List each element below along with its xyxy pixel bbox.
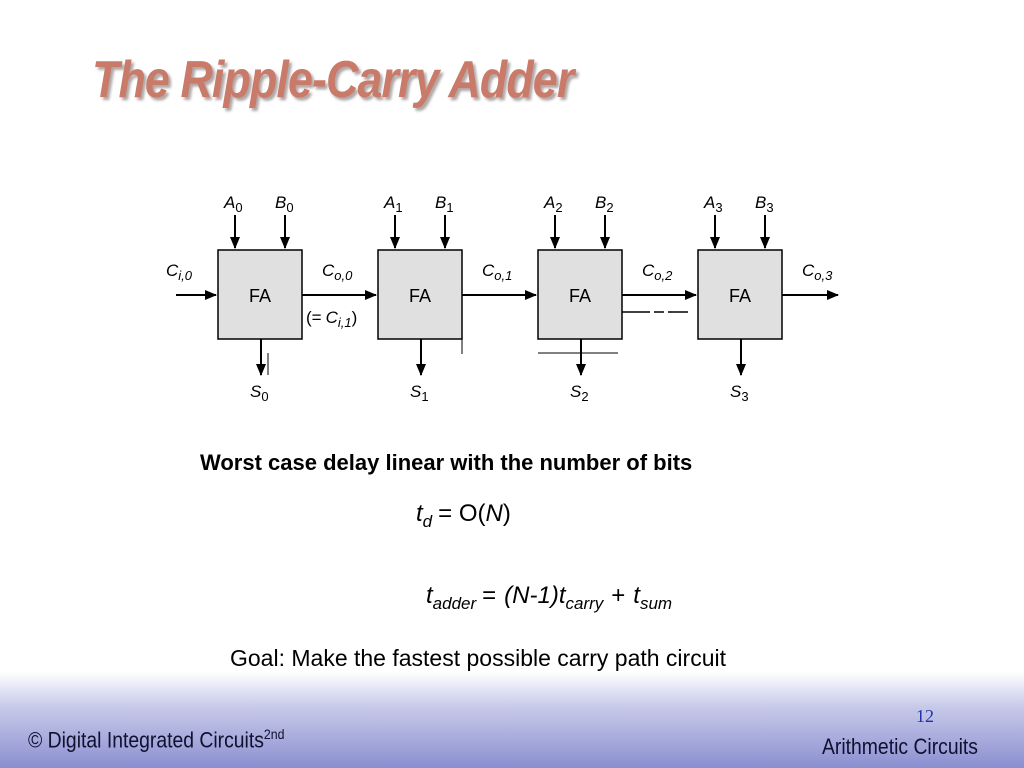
slide-title: The Ripple-Carry Adder (92, 51, 574, 109)
ripple-carry-adder-diagram: FA A0 B0 S0 FA A1 B1 S1 FA A2 B2 S2 FA A… (166, 193, 839, 613)
s0-label: S0 (250, 382, 269, 404)
carry-0-label: Co,0 (322, 261, 353, 283)
carry-1-label: Co,1 (482, 261, 512, 283)
worst-case-statement: Worst case delay linear with the number … (200, 450, 693, 475)
b0-label: B0 (275, 193, 294, 215)
full-adder-cell-1: FA A1 B1 S1 (377, 193, 463, 404)
delay-order-equation: td= O(N) (416, 500, 511, 531)
a3-label: A3 (703, 193, 723, 215)
b1-label: B1 (435, 193, 454, 215)
fa-label-1: FA (409, 286, 431, 306)
section-title: Arithmetic Circuits (822, 734, 978, 759)
page-number: 12 (916, 706, 934, 726)
a2-label: A2 (543, 193, 563, 215)
equivalence-note: (=Ci,1) (306, 308, 357, 330)
b3-label: B3 (755, 193, 774, 215)
fa-label-3: FA (729, 286, 751, 306)
fa-label-2: FA (569, 286, 591, 306)
s3-label: S3 (730, 382, 749, 404)
adder-delay-equation: tadder=(N-1)tcarry+tsum (426, 582, 672, 613)
a1-label: A1 (383, 193, 403, 215)
s1-label: S1 (410, 382, 429, 404)
full-adder-cell-3: FA A3 B3 S3 (697, 193, 783, 404)
a0-label: A0 (223, 193, 243, 215)
goal-statement: Goal: Make the fastest possible carry pa… (230, 645, 726, 671)
footer-band (0, 672, 1024, 768)
fa-block-0 (217, 249, 303, 340)
carry-2-label: Co,2 (642, 261, 673, 283)
copyright-text: © Digital Integrated Circuits2nd (28, 726, 285, 753)
carry-in-label: Ci,0 (166, 261, 193, 283)
s2-label: S2 (570, 382, 589, 404)
full-adder-cell-2: FA A2 B2 S2 (537, 193, 623, 404)
fa-label-0: FA (249, 286, 271, 306)
full-adder-cell-0: FA A0 B0 S0 (217, 193, 303, 404)
carry-3-label: Co,3 (802, 261, 833, 283)
b2-label: B2 (595, 193, 614, 215)
edition-superscript: 2nd (263, 726, 285, 742)
